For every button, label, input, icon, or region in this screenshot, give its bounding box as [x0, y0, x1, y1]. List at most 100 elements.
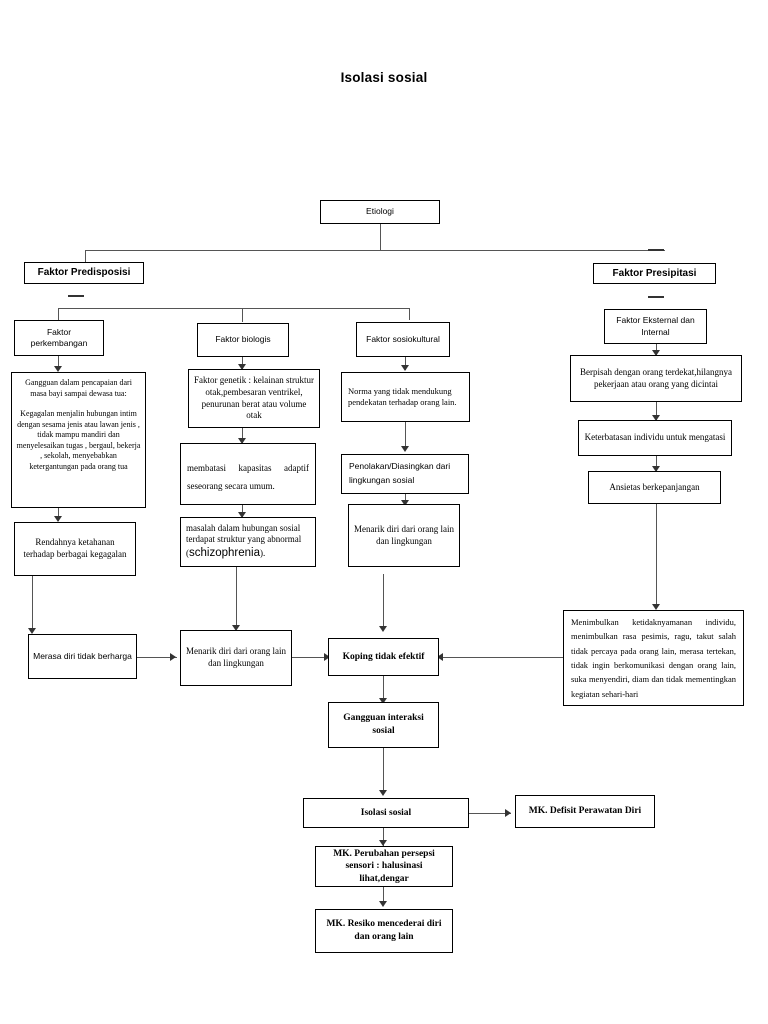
node-menarik-diri-bawah[interactable]: Menarik diri dari orang lain dan lingkun… [180, 630, 292, 686]
node-faktor-presipitasi-label: Faktor Presipitasi [612, 267, 697, 279]
connector-menarik-to-koping [383, 574, 384, 630]
connector-membatasi-to-masalah [242, 505, 243, 517]
connector-main-bus [85, 250, 665, 251]
connector-isolasi-to-persepsi [383, 828, 384, 846]
connector-bus-to-sosiokultural [409, 308, 410, 320]
connector-eksternal-to-berpisah [656, 344, 657, 355]
node-faktor-biologis-label: Faktor biologis [215, 334, 271, 345]
arrow-masalah-to-menarik [232, 625, 240, 631]
node-mk-resiko-mencederai-label: MK. Resiko mencederai diri dan orang lai… [326, 919, 442, 942]
connector-persepsi-to-resiko [383, 887, 384, 904]
node-faktor-eksternal-internal-label: Faktor Eksternal dan Internal [616, 315, 695, 337]
node-gangguan-pencapaian[interactable]: Gangguan dalam pencapaian dari masa bayi… [11, 372, 146, 508]
connector-rendahnya-to-merasa [32, 576, 33, 632]
connector-masalah-to-menarik [236, 567, 237, 629]
connector-stub-under-predisposisi [68, 295, 84, 297]
node-ansietas-berkepanjangan[interactable]: Ansietas berkepanjangan [588, 471, 721, 504]
node-koping-tidak-efektif-label: Koping tidak efektif [342, 651, 425, 662]
connector-bus-to-biologis [242, 308, 243, 322]
node-rendahnya-ketahanan[interactable]: Rendahnya ketahanan terhadap berbagai ke… [14, 522, 136, 576]
connector-stub-presipitasi [648, 249, 664, 251]
node-mk-perubahan-persepsi[interactable]: MK. Perubahan persepsi sensori : halusin… [315, 846, 453, 887]
connector-bus-to-predisposisi [85, 250, 86, 262]
connector-keterbatasan-to-ansietas [656, 456, 657, 471]
arrow-eksternal-to-berpisah [652, 350, 660, 356]
connector-berpisah-to-keterbatasan [656, 402, 657, 420]
arrow-biologis-to-genetik [238, 364, 246, 370]
node-gangguan-pencapaian-label-2: Kegagalan menjalin hubungan intim dengan… [16, 409, 141, 471]
arrow-ansietas-to-menimbulkan [652, 604, 660, 610]
connector-ansietas-to-menimbulkan [656, 504, 657, 608]
node-mk-defisit-perawatan-diri[interactable]: MK. Defisit Perawatan Diri [515, 795, 655, 828]
arrow-isolasi-to-persepsi [379, 840, 387, 846]
node-gangguan-interaksi-sosial[interactable]: Gangguan interaksi sosial [328, 702, 439, 748]
node-faktor-presipitasi[interactable]: Faktor Presipitasi [593, 263, 716, 284]
arrow-menarik-to-koping [379, 626, 387, 632]
arrow-merasa-to-menarik-bawah [170, 653, 176, 661]
node-keterbatasan-individu[interactable]: Keterbatasan individu untuk mengatasi [578, 420, 732, 456]
connector-perkembangan-to-gangguan [58, 354, 59, 369]
node-rendahnya-ketahanan-label: Rendahnya ketahanan terhadap berbagai ke… [23, 537, 127, 559]
page-title-text: Isolasi sosial [340, 70, 428, 85]
node-keterbatasan-individu-label: Keterbatasan individu untuk mengatasi [584, 432, 726, 443]
node-penolakan-diasingkan[interactable]: Penolakan/Diasingkan dari lingkungan sos… [341, 454, 469, 494]
connector-stub-under-presipitasi [648, 296, 664, 298]
node-mk-resiko-mencederai[interactable]: MK. Resiko mencederai diri dan orang lai… [315, 909, 453, 953]
node-faktor-sosiokultural[interactable]: Faktor sosiokultural [356, 322, 450, 357]
node-berpisah-dengan-orang[interactable]: Berpisah dengan orang terdekat,hilangnya… [570, 355, 742, 402]
node-faktor-perkembangan-label: Faktor perkembangan [30, 326, 88, 348]
arrow-keterbatasan-to-ansietas [652, 466, 660, 472]
node-norma-tidak-mendukung-label: Norma yang tidak mendukung pendekatan te… [348, 385, 457, 407]
node-faktor-sosiokultural-label: Faktor sosiokultural [366, 333, 440, 344]
arrow-penolakan-to-menarik [401, 500, 409, 506]
node-menimbulkan-ketidaknyamanan[interactable]: Menimbulkan ketidaknyamanan individu, me… [563, 610, 744, 706]
connector-biologis-to-genetik [242, 356, 243, 369]
arrow-gangguan-interaksi-to-isolasi [379, 790, 387, 796]
node-membatasi-kapasitas[interactable]: membatasi kapasitas adaptif seseorang se… [180, 443, 316, 505]
node-etiologi[interactable]: Etiologi [320, 200, 440, 224]
connector-penolakan-to-menarik [405, 494, 406, 504]
node-mk-perubahan-persepsi-label: MK. Perubahan persepsi sensori : halusin… [333, 848, 435, 884]
node-norma-tidak-mendukung[interactable]: Norma yang tidak mendukung pendekatan te… [341, 372, 470, 422]
node-menimbulkan-ketidaknyamanan-label: Menimbulkan ketidaknyamanan individu, me… [571, 616, 736, 699]
node-penolakan-diasingkan-label: Penolakan/Diasingkan dari lingkungan sos… [349, 461, 451, 485]
connector-isolasi-to-defisit [469, 813, 511, 814]
connector-menarik-bawah-to-koping [292, 657, 330, 658]
arrow-koping-to-gangguan-interaksi [379, 698, 387, 704]
node-faktor-predisposisi[interactable]: Faktor Predisposisi [24, 262, 144, 284]
page-title: Isolasi sosial [0, 70, 768, 85]
node-menarik-diri-bawah-label: Menarik diri dari orang lain dan lingkun… [186, 646, 286, 668]
connector-predisposisi-bus [58, 308, 409, 309]
connector-gangguan-interaksi-to-isolasi [383, 748, 384, 794]
connector-merasa-to-menarik-bawah [137, 657, 177, 658]
arrow-sosiokultural-to-norma [401, 365, 409, 371]
node-faktor-predisposisi-label: Faktor Predisposisi [37, 267, 131, 279]
node-faktor-genetik[interactable]: Faktor genetik : kelainan struktur otak,… [188, 369, 320, 428]
node-koping-tidak-efektif[interactable]: Koping tidak efektif [328, 638, 439, 676]
arrow-genetik-to-membatasi [238, 438, 246, 444]
masalah-text-schizophrenia: schizophrenia [189, 547, 260, 560]
arrow-norma-to-penolakan [401, 446, 409, 452]
arrow-gangguan-to-rendahnya [54, 516, 62, 522]
node-faktor-perkembangan[interactable]: Faktor perkembangan [14, 320, 104, 356]
node-masalah-hubungan-sosial-label: masalah dalam hubungan sosial terdapat s… [186, 523, 310, 562]
connector-menimbulkan-to-koping [443, 657, 563, 658]
arrow-isolasi-to-defisit [505, 809, 511, 817]
node-faktor-genetik-label: Faktor genetik : kelainan struktur otak,… [194, 374, 314, 421]
node-faktor-biologis[interactable]: Faktor biologis [197, 323, 289, 357]
masalah-text-part1: masalah dalam hubungan sosial terdapat s… [186, 522, 302, 559]
node-berpisah-dengan-orang-label: Berpisah dengan orang terdekat,hilangnya… [580, 366, 732, 389]
node-isolasi-sosial[interactable]: Isolasi sosial [303, 798, 469, 828]
node-masalah-hubungan-sosial[interactable]: masalah dalam hubungan sosial terdapat s… [180, 517, 316, 567]
connector-gangguan-to-rendahnya [58, 508, 59, 521]
node-faktor-eksternal-internal[interactable]: Faktor Eksternal dan Internal [604, 309, 707, 344]
connector-genetik-to-membatasi [242, 428, 243, 443]
node-menarik-diri-tengah-label: Menarik diri dari orang lain dan lingkun… [354, 523, 454, 546]
arrow-menimbulkan-to-koping [437, 653, 443, 661]
node-merasa-diri-tidak-berharga[interactable]: Merasa diri tidak berharga [28, 634, 137, 679]
node-mk-defisit-perawatan-diri-label: MK. Defisit Perawatan Diri [528, 806, 642, 817]
node-ansietas-berkepanjangan-label: Ansietas berkepanjangan [609, 481, 700, 492]
connector-etiologi-down [380, 224, 381, 250]
connector-bus-to-perkembangan [58, 308, 59, 320]
node-menarik-diri-tengah[interactable]: Menarik diri dari orang lain dan lingkun… [348, 504, 460, 567]
